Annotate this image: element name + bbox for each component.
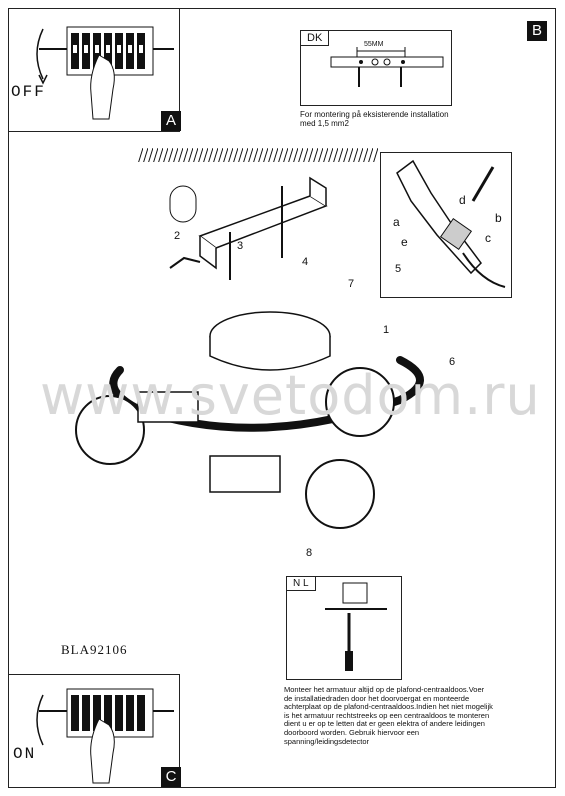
dk-plate-drawing (330, 47, 444, 87)
step-7: 7 (348, 278, 355, 290)
hand-icon (90, 54, 115, 120)
step-2: 2 (174, 230, 181, 242)
ceiling-hatch (138, 148, 378, 162)
detail-letter-d: d (459, 193, 466, 207)
dk-box: DK 55MM (300, 30, 452, 106)
breaker-icon (36, 26, 174, 120)
watermark: www.svetodom.ru (40, 364, 541, 427)
panel-c: ON C (8, 674, 181, 788)
detail-letter-e: e (401, 235, 408, 249)
panel-a-tag: A (161, 111, 181, 131)
step-4: 4 (302, 256, 309, 268)
on-label: ON (13, 745, 37, 763)
dk-note: For montering på eksisterende installati… (300, 110, 449, 128)
fixture-drawing (75, 311, 424, 529)
step-8: 8 (306, 547, 313, 559)
rotate-arrow-icon (36, 694, 44, 746)
step-3: 3 (237, 240, 244, 252)
detail-letter-b: b (495, 211, 502, 225)
breaker-icon (36, 688, 174, 784)
hand-icon (90, 718, 115, 784)
rotate-arrow-icon (36, 28, 44, 80)
wiring-detail-panel: a b c d e 5 (380, 152, 512, 298)
mounting-bracket-drawing (169, 176, 328, 280)
model-code: BLA92106 (61, 642, 128, 657)
screwdriver-icon (471, 166, 495, 202)
step-6: 6 (449, 356, 456, 368)
dk-label: DK (301, 31, 330, 46)
panel-c-tag: C (161, 767, 181, 787)
dk-dimension: 55MM (364, 41, 384, 48)
step-5: 5 (395, 263, 402, 275)
nl-note: Monteer het armatuur altijd op de plafon… (284, 685, 493, 746)
detail-letter-c: c (485, 231, 491, 245)
detail-letter-a: a (393, 215, 400, 229)
panel-a: OFF A (8, 8, 181, 132)
nl-label: N L (287, 577, 316, 591)
nl-box: N L (286, 576, 402, 680)
panel-b-tag: B (527, 21, 547, 41)
instruction-sheet (8, 8, 556, 788)
nl-drawing (325, 582, 387, 671)
wiring-drawing (396, 159, 506, 288)
step-1: 1 (383, 324, 390, 336)
off-label: OFF (11, 83, 46, 101)
